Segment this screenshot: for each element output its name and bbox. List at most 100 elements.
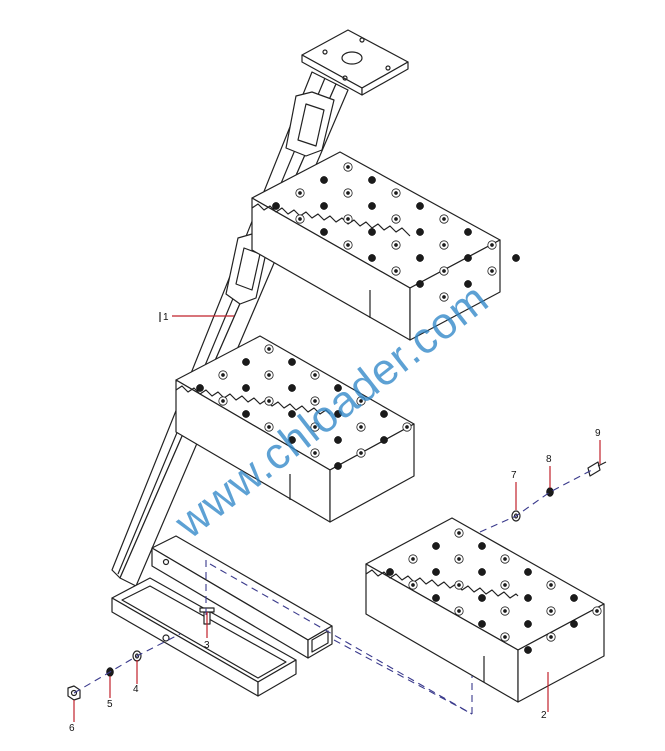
tread-hole	[368, 254, 376, 262]
tread-hole	[464, 280, 472, 288]
tread-hole	[524, 646, 532, 654]
assembly-lines	[73, 469, 593, 715]
tread-grip-center	[549, 583, 553, 587]
tread-hole	[416, 228, 424, 236]
tread-grip-center	[490, 243, 494, 247]
tread-grip-center	[359, 425, 363, 429]
tread-hole	[288, 436, 296, 444]
tread-grip-center	[503, 583, 507, 587]
tread-grip-center	[549, 635, 553, 639]
tread-grip-center	[457, 531, 461, 535]
tread-grip-center	[346, 165, 350, 169]
tread-hole	[464, 254, 472, 262]
tread-grip-center	[442, 295, 446, 299]
callout-4: 4	[133, 684, 139, 695]
tread-grip-center	[346, 243, 350, 247]
tread-hole	[272, 202, 280, 210]
tread-hole	[242, 384, 250, 392]
tread-grip-center	[503, 557, 507, 561]
tread-hole	[432, 594, 440, 602]
tread-hole	[478, 620, 486, 628]
callout-6: 6	[69, 723, 75, 734]
callout-2: 2	[541, 710, 547, 721]
tread-grip-center	[503, 635, 507, 639]
tread-grip-center	[346, 191, 350, 195]
upper-step-tread	[251, 151, 501, 341]
tread-grip-center	[359, 399, 363, 403]
tread-hole	[432, 542, 440, 550]
tread-hole	[570, 594, 578, 602]
tread-hole	[570, 620, 578, 628]
tread-grip-center	[267, 399, 271, 403]
callout-7: 7	[511, 470, 517, 481]
tread-hole	[524, 620, 532, 628]
tread-hole	[334, 384, 342, 392]
tread-grip-center	[298, 217, 302, 221]
tread-grip-center	[457, 609, 461, 613]
tread-grip-center	[490, 269, 494, 273]
tread-grip-center	[267, 347, 271, 351]
tread-hole	[380, 410, 388, 418]
tread-hole	[242, 358, 250, 366]
tread-hole	[416, 202, 424, 210]
tread-hole	[288, 410, 296, 418]
tread-hole	[416, 280, 424, 288]
callout-1: 1	[163, 312, 169, 323]
tread-grip-center	[313, 451, 317, 455]
callout-9: 9	[595, 428, 601, 439]
bolt-9	[587, 461, 601, 477]
tread-hole	[288, 384, 296, 392]
tread-grip-center	[442, 217, 446, 221]
tread-grip-center	[346, 217, 350, 221]
tread-hole	[368, 176, 376, 184]
tread-hole	[320, 176, 328, 184]
tread-grip-center	[313, 425, 317, 429]
tread-hole	[478, 594, 486, 602]
tread-grip-center	[457, 583, 461, 587]
tread-grip-center	[549, 609, 553, 613]
tread-grip-center	[313, 399, 317, 403]
tread-grip-center	[267, 425, 271, 429]
tread-hole	[334, 436, 342, 444]
tread-hole	[334, 410, 342, 418]
callout-3: 3	[204, 640, 210, 651]
callout-8: 8	[546, 454, 552, 465]
callout-5: 5	[107, 699, 113, 710]
tread-hole	[432, 568, 440, 576]
tread-hole	[478, 568, 486, 576]
tread-hole	[320, 228, 328, 236]
tread-hole-pattern	[196, 162, 602, 654]
tread-grip-center	[394, 269, 398, 273]
tread-hole	[334, 462, 342, 470]
nut-8	[546, 487, 554, 497]
tread-grip-center	[267, 373, 271, 377]
tread-grip-center	[442, 269, 446, 273]
tread-hole	[524, 594, 532, 602]
tread-hole	[524, 568, 532, 576]
middle-step-tread	[175, 335, 415, 523]
tread-hole	[416, 254, 424, 262]
tread-hole	[512, 254, 520, 262]
tread-grip-center	[359, 451, 363, 455]
tread-grip-center	[394, 191, 398, 195]
tread-grip-center	[298, 191, 302, 195]
tread-grip-center	[411, 557, 415, 561]
tread-hole	[368, 202, 376, 210]
tread-hole	[242, 410, 250, 418]
tread-hole	[320, 202, 328, 210]
tread-grip-center	[457, 557, 461, 561]
tread-hole	[288, 358, 296, 366]
tread-hole	[464, 228, 472, 236]
tread-grip-center	[405, 425, 409, 429]
tread-grip-center	[595, 609, 599, 613]
tread-hole	[478, 542, 486, 550]
tread-grip-center	[503, 609, 507, 613]
tread-hole	[380, 436, 388, 444]
tread-grip-center	[221, 399, 225, 403]
exploded-step-tread	[365, 517, 605, 703]
tread-grip-center	[394, 217, 398, 221]
tread-grip-center	[411, 583, 415, 587]
tread-grip-center	[442, 243, 446, 247]
tread-grip-center	[313, 373, 317, 377]
